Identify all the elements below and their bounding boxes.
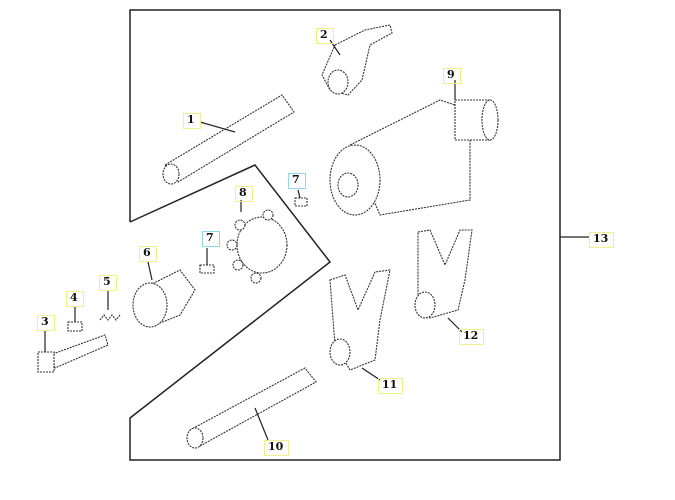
- star-plate-8: [226, 200, 288, 284]
- shift-fork-11: [329, 269, 391, 381]
- assembly-frame: [129, 9, 561, 461]
- pin-7b: [199, 264, 215, 274]
- callout-8[interactable]: 8: [235, 186, 253, 202]
- callout-2[interactable]: 2: [316, 28, 334, 44]
- callout-13[interactable]: 13: [589, 232, 615, 248]
- shift-shaft-1: [162, 94, 295, 185]
- callout-3[interactable]: 3: [37, 315, 55, 331]
- pin-4: [67, 321, 83, 332]
- drum-cam-6: [132, 261, 196, 328]
- callout-9[interactable]: 9: [443, 68, 461, 84]
- callout-4[interactable]: 4: [66, 291, 84, 307]
- callout-12[interactable]: 12: [459, 329, 485, 345]
- callout-7b[interactable]: 7: [202, 231, 220, 247]
- callout-6[interactable]: 6: [139, 246, 157, 262]
- callout-11[interactable]: 11: [378, 378, 404, 394]
- shift-shaft-10: [186, 367, 317, 449]
- callout-10[interactable]: 10: [264, 440, 290, 456]
- shift-drum-9: [329, 80, 499, 216]
- bolt-3: [37, 331, 109, 373]
- pin-7a: [294, 197, 308, 207]
- callout-5[interactable]: 5: [99, 275, 117, 291]
- callout-1[interactable]: 1: [183, 113, 201, 129]
- callout-7a[interactable]: 7: [288, 173, 306, 189]
- shift-fork-2: [321, 24, 393, 96]
- shift-fork-12: [414, 229, 473, 333]
- spring-5: [99, 314, 121, 321]
